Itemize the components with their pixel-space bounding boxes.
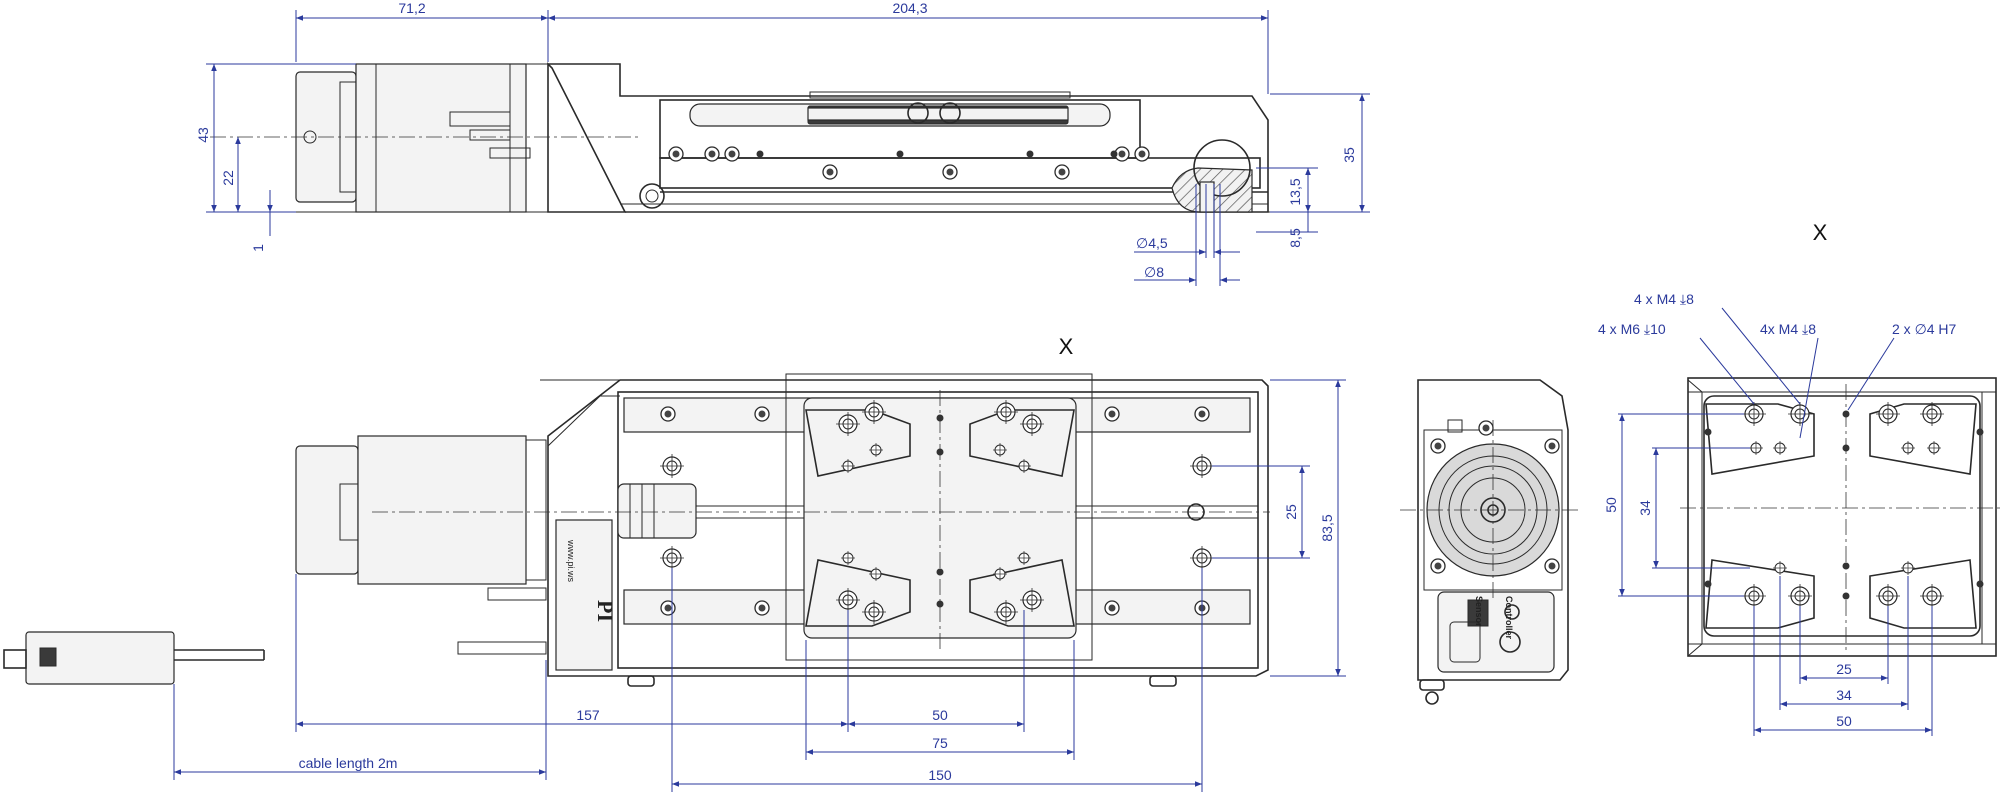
dim-50-top: 50 <box>932 707 948 723</box>
detail-frame <box>1687 377 1997 657</box>
dim-22: 22 <box>220 170 236 186</box>
connector-label-controller: Controller <box>1504 596 1514 639</box>
dim-43: 43 <box>195 127 211 143</box>
callout-4xm6-depth10: 4 x M6 ⤓10 <box>1598 321 1666 337</box>
product-label <box>555 519 613 671</box>
dim-8-5: 8,5 <box>1287 228 1303 248</box>
adapter-plate <box>547 62 627 213</box>
label-url: www.pi.ws <box>566 539 576 583</box>
callout-2x-dia4-h7: 2 x ∅4 H7 <box>1892 321 1957 337</box>
dim-cable-length: cable length 2m <box>299 755 398 771</box>
dim-13-5: 13,5 <box>1287 178 1303 205</box>
view-label-x-detail: X <box>1813 220 1828 245</box>
top-motor-housing <box>357 435 527 585</box>
detail-x-frame <box>785 373 1093 661</box>
dim-150: 150 <box>928 767 952 783</box>
dim-157: 157 <box>576 707 600 723</box>
dim-75: 75 <box>932 735 948 751</box>
dim-35: 35 <box>1341 147 1357 163</box>
callout-4xm4-depth8-b: 4x M4 ⤓8 <box>1760 321 1816 337</box>
dim-34-detail-h: 34 <box>1836 687 1852 703</box>
side-view: 71,2 204,3 43 22 1 35 13,5 8,5 ∅4,5 ∅8 <box>195 0 1370 286</box>
top-view: PI www.pi.ws <box>3 334 1346 792</box>
dim-25-top: 25 <box>1283 504 1299 520</box>
top-motor-cap <box>295 445 359 575</box>
dim-71-2: 71,2 <box>398 0 425 16</box>
connector-label-sensor: Sensor <box>1474 596 1484 627</box>
dim-25-detail-h: 25 <box>1836 661 1852 677</box>
dim-204-3: 204,3 <box>892 0 927 16</box>
dim-50-detail-h: 50 <box>1836 713 1852 729</box>
dim-50-detail-v: 50 <box>1603 497 1619 513</box>
callout-4xm4-depth8-a: 4 x M4 ⤓8 <box>1634 291 1694 307</box>
top-stage-body <box>547 379 1269 677</box>
view-label-x-top: X <box>1059 334 1074 359</box>
dim-dia-4-5: ∅4,5 <box>1136 235 1168 251</box>
front-view: Controller Sensor <box>1400 379 1580 705</box>
connector-panel <box>1437 591 1555 673</box>
dim-34-detail-v: 34 <box>1637 500 1653 516</box>
stage-body <box>548 63 1269 213</box>
pi-logo: PI <box>593 600 618 622</box>
dim-1: 1 <box>250 244 266 252</box>
detail-x-view: X 4 x M4 ⤓8 4 x M6 ⤓10 4x M4 ⤓8 2 x ∅4 H… <box>1598 220 2000 736</box>
dim-83-5: 83,5 <box>1319 514 1335 541</box>
dim-dia-8: ∅8 <box>1144 264 1164 280</box>
coupling <box>617 483 697 539</box>
motor-housing <box>355 63 527 213</box>
